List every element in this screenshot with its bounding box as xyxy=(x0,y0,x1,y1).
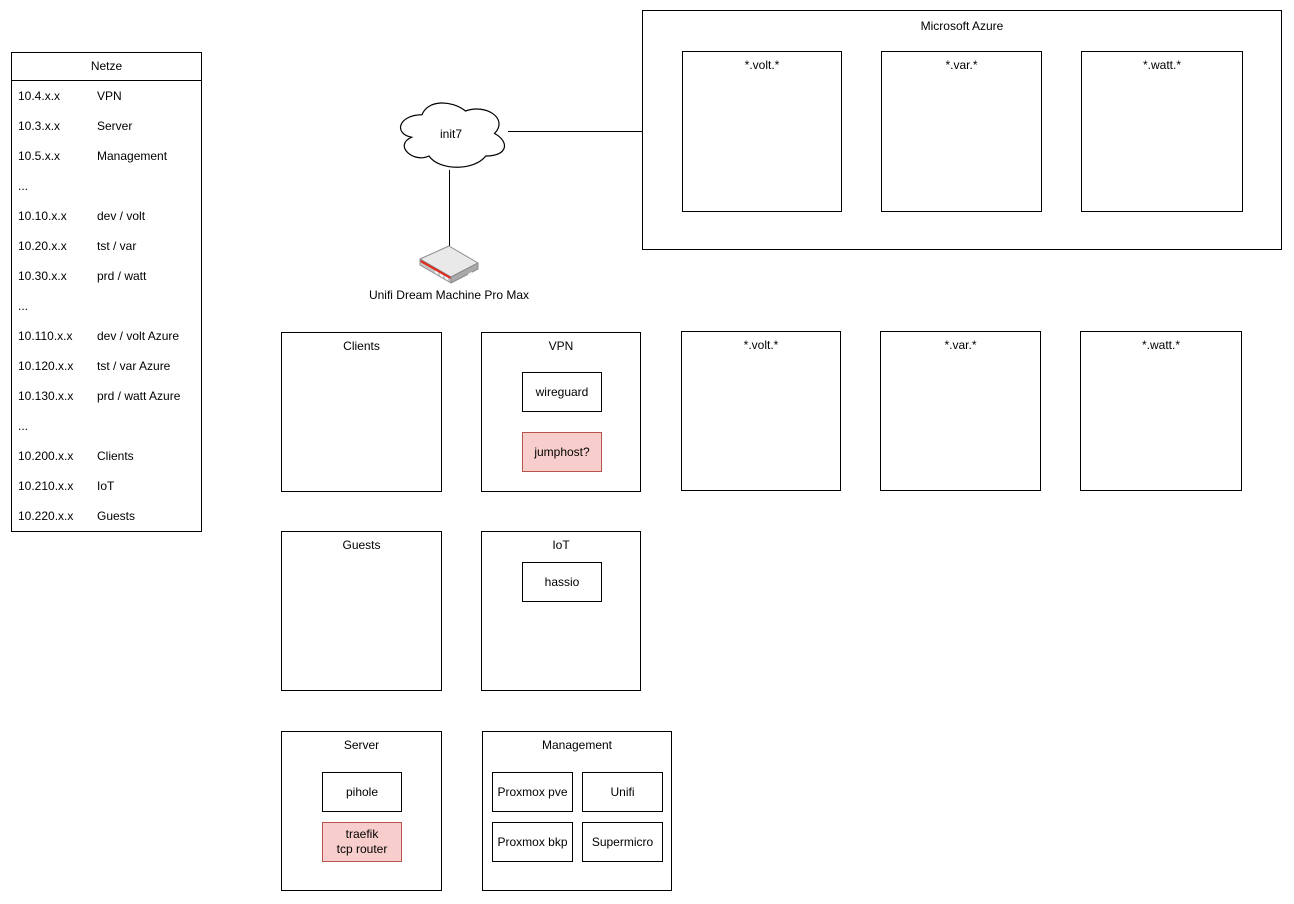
netze-table: Netze 10.4.x.x VPN 10.3.x.x Server 10.5.… xyxy=(11,52,202,532)
row-name: prd / watt xyxy=(97,269,147,283)
zone-guests: Guests xyxy=(281,531,442,691)
table-row: 10.10.x.x dev / volt xyxy=(12,201,201,231)
zone-label: VPN xyxy=(548,339,574,353)
azure-title: Microsoft Azure xyxy=(920,19,1004,33)
zone-label: *.watt.* xyxy=(1142,58,1181,72)
row-ip: 10.210.x.x xyxy=(18,479,74,493)
table-row: 10.20.x.x tst / var xyxy=(12,231,201,261)
internet-label: init7 xyxy=(439,126,462,141)
zone-label: *.volt.* xyxy=(744,58,780,72)
zone-management: Management Proxmox pve Unifi Proxmox bkp… xyxy=(482,731,672,891)
row-ip: 10.4.x.x xyxy=(18,89,61,103)
node-proxmox-pve: Proxmox pve xyxy=(492,772,573,812)
zone-label: *.var.* xyxy=(944,338,977,352)
row-ip: 10.110.x.x xyxy=(18,329,73,343)
zone-clients: Clients xyxy=(281,332,442,492)
row-ip: ... xyxy=(18,179,29,193)
table-row: 10.5.x.x Management xyxy=(12,141,201,171)
zone-label: IoT xyxy=(552,538,570,552)
row-name: prd / watt Azure xyxy=(97,389,181,403)
node-traefik: traefik tcp router xyxy=(322,822,402,862)
table-row: 10.120.x.x tst / var Azure xyxy=(12,351,201,381)
azure-zone-volt: *.volt.* xyxy=(682,51,842,212)
row-name: dev / volt xyxy=(97,209,146,223)
zone-label: Management xyxy=(541,738,613,752)
row-name: VPN xyxy=(97,89,122,103)
row-name: IoT xyxy=(97,479,115,493)
zone-iot: IoT hassio xyxy=(481,531,641,691)
table-row: 10.110.x.x dev / volt Azure xyxy=(12,321,201,351)
node-wireguard: wireguard xyxy=(522,372,602,412)
table-row: 10.30.x.x prd / watt xyxy=(12,261,201,291)
table-row: ... xyxy=(12,291,201,321)
node-hassio: hassio xyxy=(522,562,602,602)
table-row: ... xyxy=(12,411,201,441)
table-row: ... xyxy=(12,171,201,201)
row-name: Management xyxy=(97,149,168,163)
netze-table-title: Netze xyxy=(12,53,201,81)
router-icon xyxy=(418,243,480,285)
zone-vpn: VPN wireguard jumphost? xyxy=(481,332,641,492)
cloud-to-azure-line xyxy=(508,131,642,132)
row-ip: 10.10.x.x xyxy=(18,209,67,223)
row-name: Guests xyxy=(97,509,136,523)
row-ip: 10.120.x.x xyxy=(18,359,74,373)
table-row: 10.210.x.x IoT xyxy=(12,471,201,501)
zone-volt-local: *.volt.* xyxy=(681,331,841,491)
node-unifi: Unifi xyxy=(582,772,663,812)
row-ip: ... xyxy=(18,419,29,433)
row-name: dev / volt Azure xyxy=(97,329,180,343)
row-ip: 10.200.x.x xyxy=(18,449,74,463)
zone-var-local: *.var.* xyxy=(880,331,1041,491)
zone-label: Guests xyxy=(342,538,381,552)
azure-zone-watt: *.watt.* xyxy=(1081,51,1243,212)
row-name: Clients xyxy=(97,449,134,463)
azure-zone-var: *.var.* xyxy=(881,51,1042,212)
row-ip: ... xyxy=(18,299,29,313)
node-supermicro: Supermicro xyxy=(582,822,663,862)
row-ip: 10.20.x.x xyxy=(18,239,67,253)
node-proxmox-bkp: Proxmox bkp xyxy=(492,822,573,862)
table-row: 10.130.x.x prd / watt Azure xyxy=(12,381,201,411)
table-row: 10.220.x.x Guests xyxy=(12,501,201,531)
row-ip: 10.3.x.x xyxy=(18,119,61,133)
zone-label: *.volt.* xyxy=(743,338,779,352)
cloud-to-router-line xyxy=(449,170,450,247)
row-ip: 10.220.x.x xyxy=(18,509,74,523)
zone-watt-local: *.watt.* xyxy=(1080,331,1242,491)
table-row: 10.4.x.x VPN xyxy=(12,81,201,111)
row-name: Server xyxy=(97,119,133,133)
zone-label: *.var.* xyxy=(945,58,978,72)
table-row: 10.200.x.x Clients xyxy=(12,441,201,471)
cloud-icon xyxy=(399,102,505,168)
zone-server: Server pihole traefik tcp router xyxy=(281,731,442,891)
row-ip: 10.5.x.x xyxy=(18,149,61,163)
row-ip: 10.130.x.x xyxy=(18,389,74,403)
node-pihole: pihole xyxy=(322,772,402,812)
node-jumphost: jumphost? xyxy=(522,432,602,472)
row-name: tst / var xyxy=(97,239,137,253)
zone-label: Clients xyxy=(343,339,380,353)
router-label: Unifi Dream Machine Pro Max xyxy=(368,288,530,302)
internet-cloud: init7 xyxy=(393,96,509,171)
zone-label: Server xyxy=(343,738,380,752)
azure-container: Microsoft Azure *.volt.* *.var.* *.watt.… xyxy=(642,10,1282,250)
table-row: 10.3.x.x Server xyxy=(12,111,201,141)
zone-label: *.watt.* xyxy=(1141,338,1180,352)
row-name: tst / var Azure xyxy=(97,359,171,373)
row-ip: 10.30.x.x xyxy=(18,269,67,283)
